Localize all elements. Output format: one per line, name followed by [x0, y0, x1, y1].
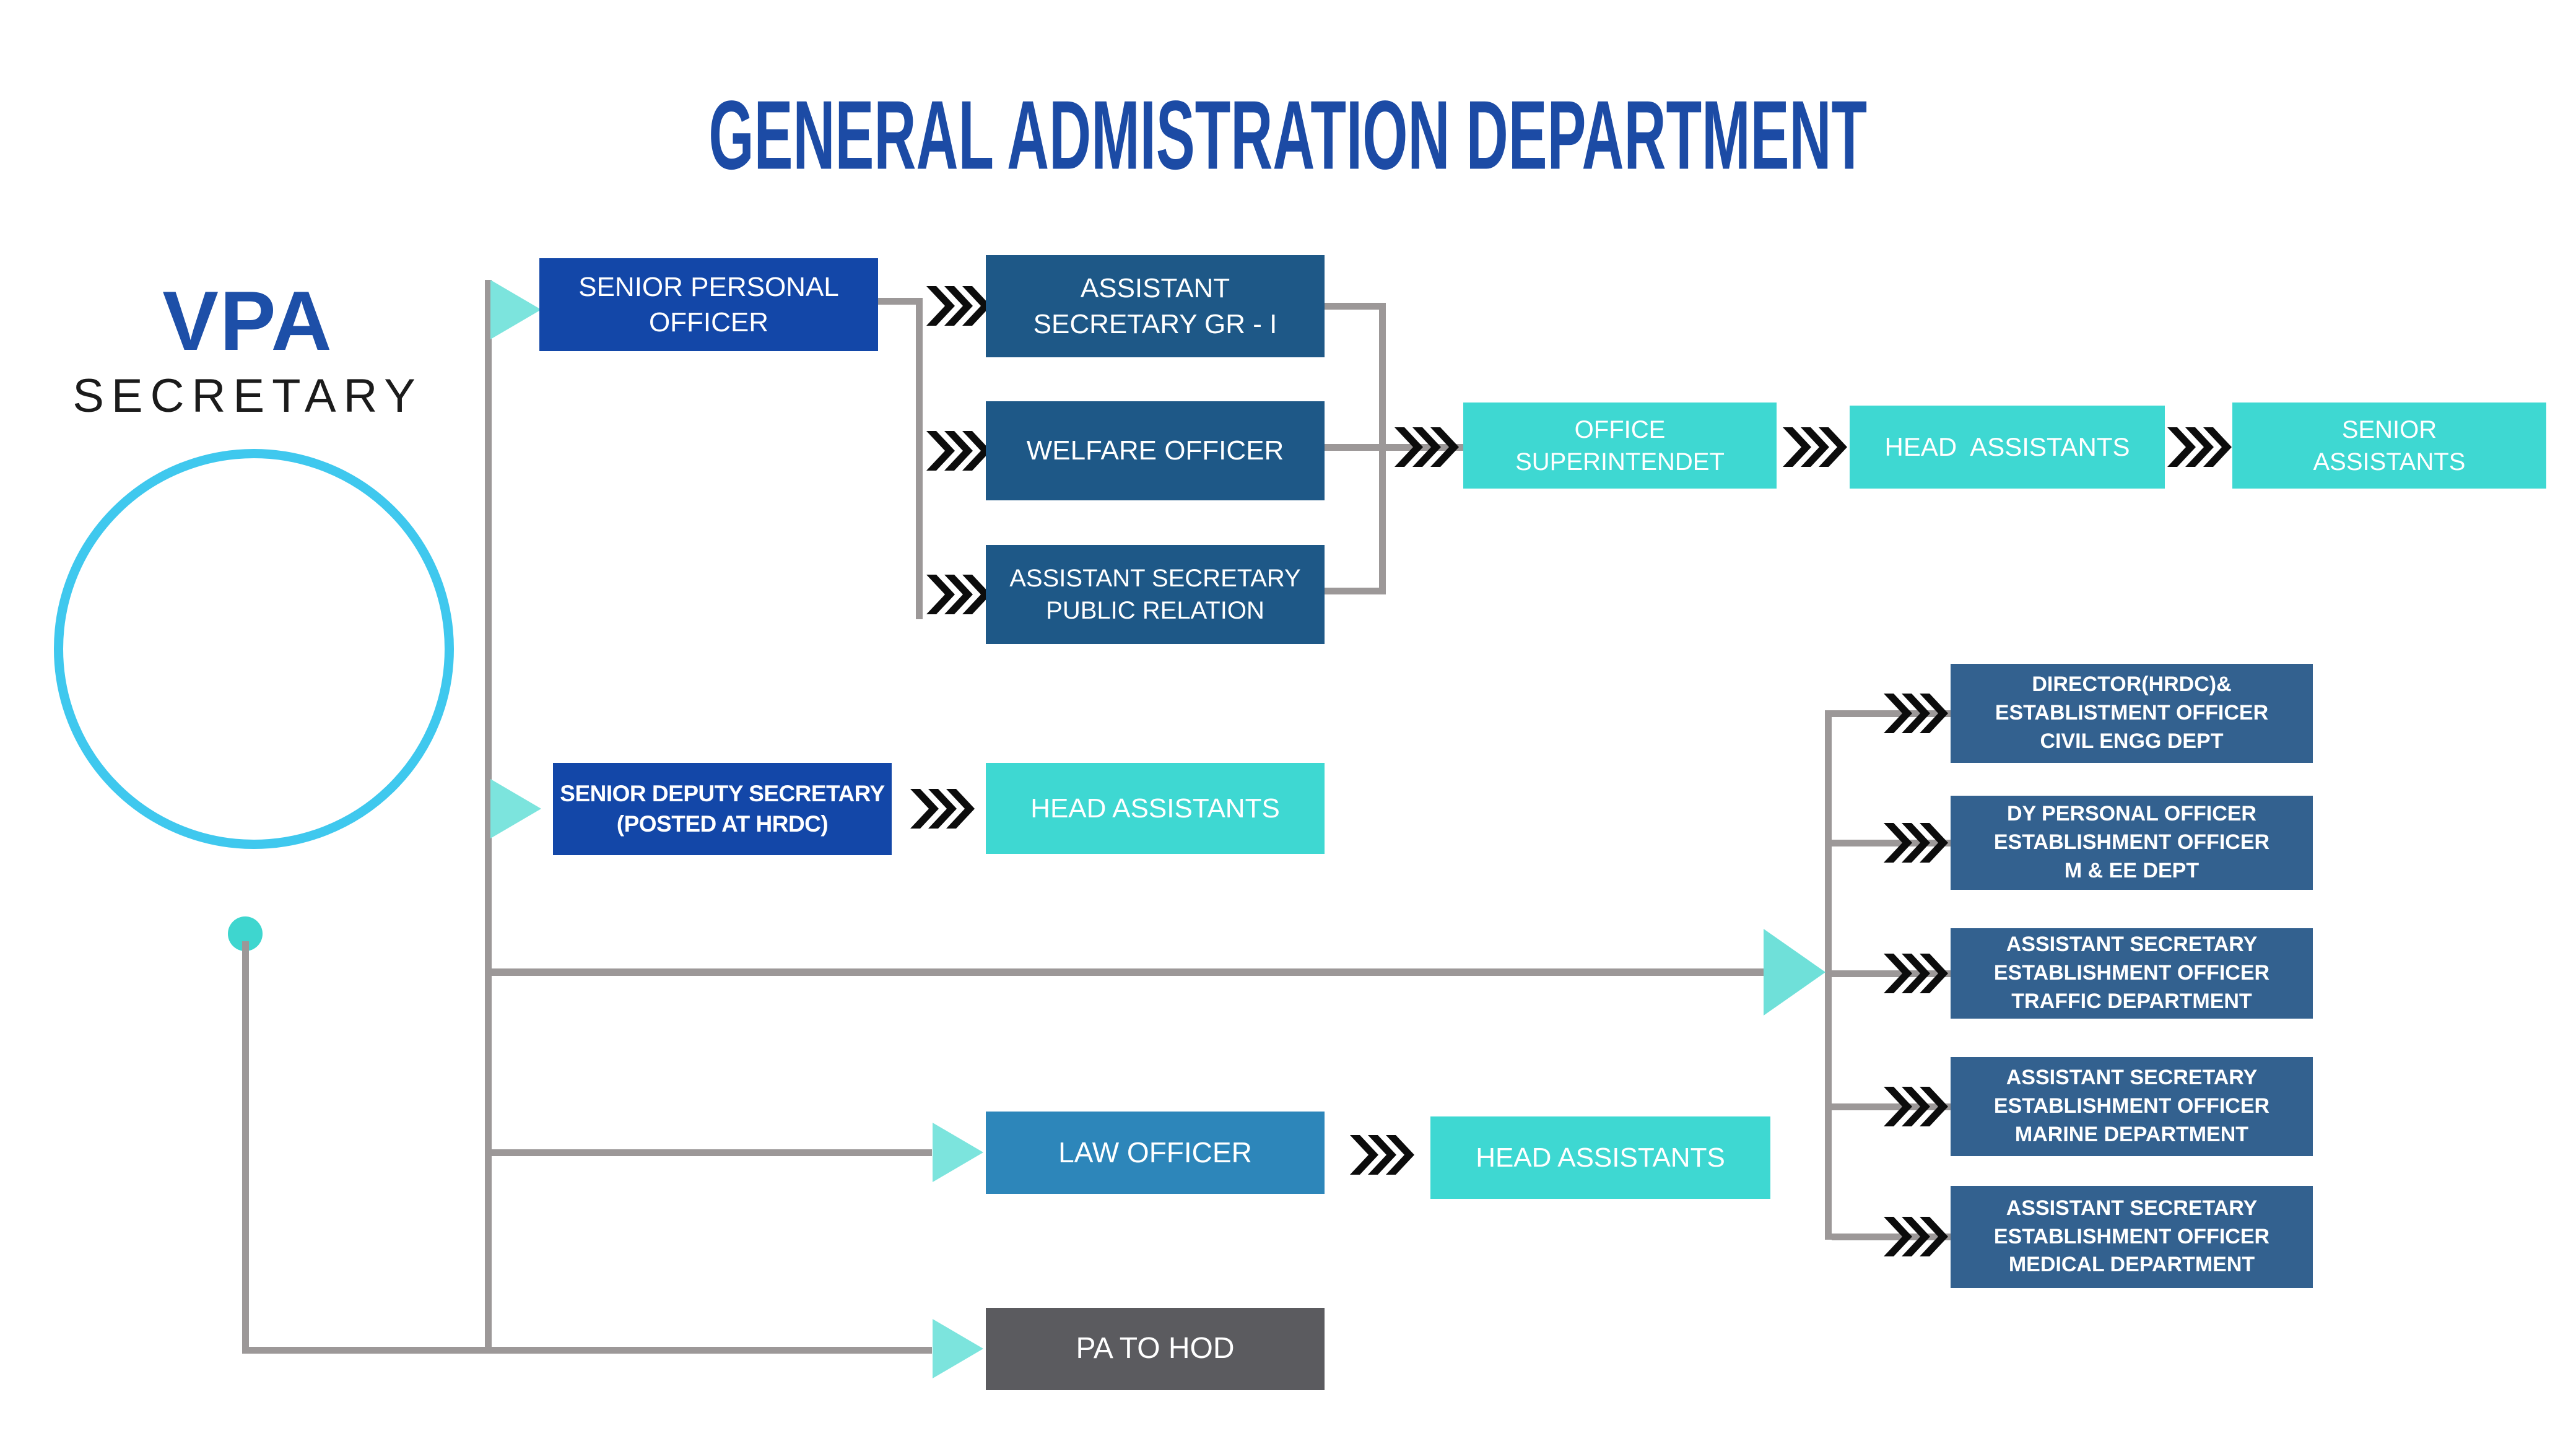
connector-line	[492, 1149, 932, 1156]
connector-line	[1832, 970, 1951, 977]
connector-line	[1325, 303, 1386, 310]
connector-line	[1386, 444, 1463, 451]
triple-chevron-icon	[910, 789, 975, 829]
triple-chevron-icon	[926, 575, 991, 614]
connector-line	[1379, 303, 1386, 594]
connector-line	[916, 298, 923, 619]
node-senior-assistants: SENIOR ASSISTANTS	[2232, 402, 2546, 489]
connector-line	[1832, 1234, 1951, 1240]
connector-line	[1825, 710, 1832, 1240]
connector-line	[1832, 840, 1951, 846]
node-senior-deputy-secretary: SENIOR DEPUTY SECRETARY (POSTED AT HRDC)	[553, 763, 892, 855]
node-welfare-officer: WELFARE OFFICER	[986, 401, 1325, 500]
node-office-superintendet: OFFICE SUPERINTENDET	[1463, 402, 1777, 489]
node-assistant-secretary-gr1: ASSISTANT SECRETARY GR - I	[986, 255, 1325, 357]
triple-chevron-icon	[1884, 1087, 1948, 1126]
node-director-hrdc-civil: DIRECTOR(HRDC)& ESTABLISTMENT OFFICER CI…	[1951, 664, 2313, 763]
node-assistant-secretary-medical: ASSISTANT SECRETARY ESTABLISHMENT OFFICE…	[1951, 1186, 2313, 1288]
root-org-label: VPA	[162, 274, 333, 368]
connector-line	[1325, 588, 1386, 594]
node-law-officer: LAW OFFICER	[986, 1112, 1325, 1194]
teal-arrow-icon	[1764, 929, 1825, 1016]
triple-chevron-icon	[926, 286, 991, 326]
node-assistant-secretary-public-relation: ASSISTANT SECRETARY PUBLIC RELATION	[986, 545, 1325, 644]
triple-chevron-icon	[1884, 954, 1948, 993]
teal-arrow-icon	[490, 779, 541, 838]
triple-chevron-icon	[2167, 427, 2232, 467]
node-head-assistants-hrdc: HEAD ASSISTANTS	[986, 763, 1325, 854]
node-assistant-secretary-marine: ASSISTANT SECRETARY ESTABLISHMENT OFFICE…	[1951, 1057, 2313, 1156]
triple-chevron-icon	[1395, 427, 1459, 467]
root-role-label: SECRETARY	[72, 370, 423, 422]
connector-line	[1832, 1103, 1951, 1110]
teal-arrow-icon	[933, 1319, 983, 1378]
connector-line	[492, 968, 1768, 976]
page-title: GENERAL ADMISTRATION DEPARTMENT	[0, 79, 2576, 190]
triple-chevron-icon	[1884, 1217, 1948, 1256]
triple-chevron-icon	[1350, 1135, 1414, 1175]
connector-line	[242, 1347, 932, 1354]
connector-line	[485, 280, 492, 1354]
node-head-assistants-law: HEAD ASSISTANTS	[1430, 1116, 1770, 1199]
triple-chevron-icon	[1884, 823, 1948, 863]
node-dy-personal-officer-mee: DY PERSONAL OFFICER ESTABLISHMENT OFFICE…	[1951, 796, 2313, 890]
node-head-assistants-office: HEAD ASSISTANTS	[1850, 406, 2165, 489]
connector-line	[878, 298, 923, 305]
node-senior-personal-officer: SENIOR PERSONAL OFFICER	[539, 258, 878, 351]
page-title-text: GENERAL ADMISTRATION DEPARTMENT	[708, 80, 1868, 190]
triple-chevron-icon	[1783, 427, 1847, 467]
teal-arrow-icon	[490, 280, 541, 339]
teal-arrow-icon	[933, 1123, 983, 1182]
node-pa-to-hod: PA TO HOD	[986, 1308, 1325, 1390]
circle-placeholder	[54, 449, 454, 849]
triple-chevron-icon	[1884, 694, 1948, 733]
connector-line	[242, 941, 249, 1354]
connector-line	[1325, 444, 1386, 451]
node-assistant-secretary-traffic: ASSISTANT SECRETARY ESTABLISHMENT OFFICE…	[1951, 928, 2313, 1019]
connector-line	[1832, 710, 1951, 717]
triple-chevron-icon	[926, 431, 991, 471]
